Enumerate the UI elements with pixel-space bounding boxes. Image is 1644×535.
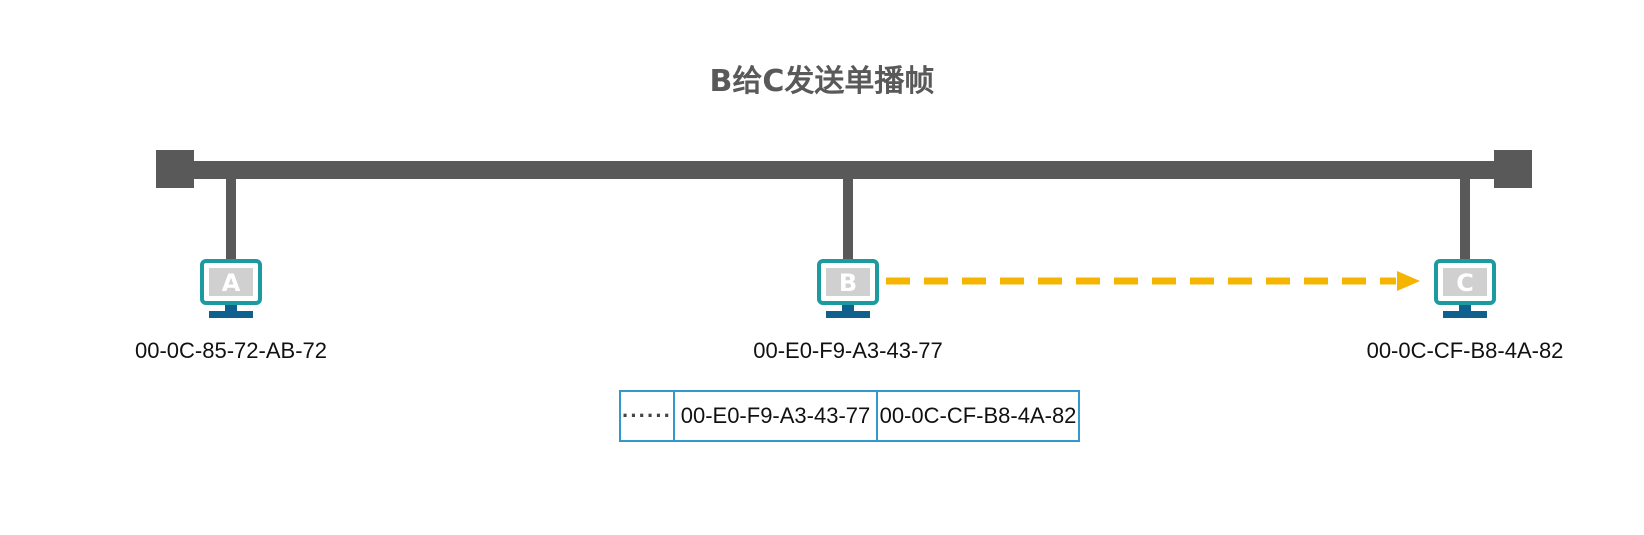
drop-cable-a <box>226 178 236 262</box>
arrow-head-icon <box>1397 271 1420 291</box>
host-b-letter: B <box>839 269 857 297</box>
host-a-letter: A <box>222 269 241 297</box>
drop-cable-c <box>1460 178 1470 262</box>
frame-destination-mac-field: 00-0C-CF-B8-4A-82 <box>876 392 1078 440</box>
host-b-computer-icon: B <box>817 259 879 318</box>
host-b-mac-label: 00-E0-F9-A3-43-77 <box>753 338 943 363</box>
host-a-mac-label: 00-0C-85-72-AB-72 <box>135 338 327 363</box>
bus-cable <box>192 161 1502 179</box>
drop-cable-b <box>843 178 853 262</box>
host-a-computer-icon: A <box>200 259 262 318</box>
host-c-mac-label: 00-0C-CF-B8-4A-82 <box>1366 338 1564 363</box>
diagram-title: B给C发送单播帧 <box>709 64 935 99</box>
unicast-arrow <box>886 271 1420 291</box>
host-c-computer-icon: C <box>1434 259 1496 318</box>
ethernet-bus <box>156 150 1532 188</box>
bus-terminator-left <box>156 150 194 188</box>
host-c-letter: C <box>1456 269 1474 297</box>
frame-source-mac-field: 00-E0-F9-A3-43-77 <box>673 392 876 440</box>
ethernet-frame: ······ 00-E0-F9-A3-43-77 00-0C-CF-B8-4A-… <box>619 390 1080 442</box>
frame-payload-field: ······ <box>622 403 672 428</box>
bus-terminator-right <box>1494 150 1532 188</box>
